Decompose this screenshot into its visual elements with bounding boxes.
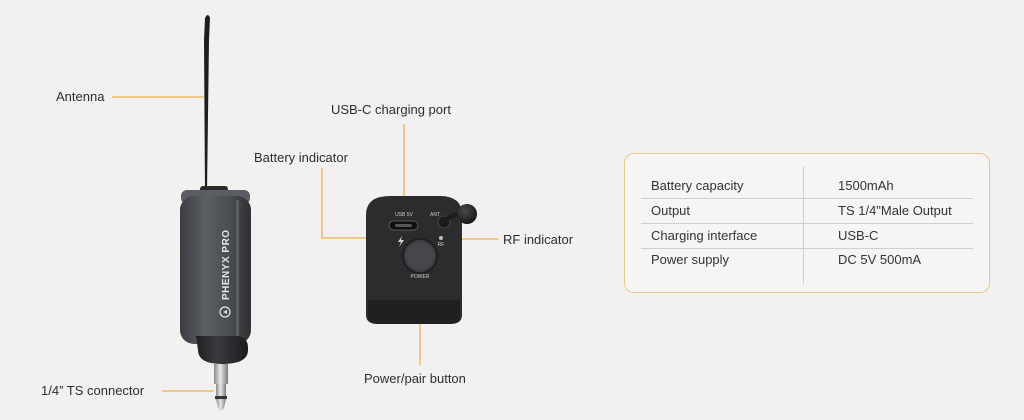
antenna-whip [204, 15, 210, 192]
spec-value: TS 1/4"Male Output [838, 203, 952, 218]
ts-plug-sleeve [214, 364, 228, 384]
battery-indicator-icon [398, 236, 404, 247]
brand-logo-text: PHENYX PRO [221, 229, 232, 300]
rf-label: RF [438, 242, 445, 248]
usb-port-callout: USB-C charging port [331, 102, 451, 117]
ts-connector-callout: 1/4” TS connector [41, 383, 145, 398]
rf-indicator-callout: RF indicator [503, 232, 574, 247]
spec-row-charging-interface: Charging interface USB-C [641, 224, 973, 248]
spec-row-output: Output TS 1/4"Male Output [641, 199, 973, 223]
battery-indicator-callout: Battery indicator [254, 150, 348, 165]
rf-indicator-led [439, 236, 443, 240]
brand-logo-icon [219, 306, 231, 318]
spec-value: 1500mAh [838, 178, 894, 193]
usb-port-label: USB 5V [395, 212, 413, 218]
power-button-callout: Power/pair button [364, 371, 466, 386]
spec-value: DC 5V 500mA [838, 252, 922, 267]
spec-row-divider [641, 248, 973, 249]
transmitter-side-view: PHENYX PRO [180, 15, 251, 411]
spec-label: Power supply [651, 252, 730, 267]
bottom-cap [196, 336, 248, 364]
spec-row-divider [641, 223, 973, 224]
spec-row-power-supply: Power supply DC 5V 500mA [641, 248, 973, 272]
spec-row-battery-capacity: Battery capacity 1500mAh [641, 174, 973, 198]
spec-value: USB-C [838, 228, 879, 243]
ts-plug-tip [216, 399, 226, 411]
spec-label: Charging interface [651, 228, 758, 243]
transmitter-top-view: USB 5V ANT RF POWER [366, 196, 477, 324]
spec-label: Battery capacity [651, 178, 744, 193]
spec-label: Output [651, 203, 691, 218]
ant-label: ANT [430, 212, 440, 218]
spec-table-column-divider [803, 166, 804, 284]
spec-row-divider [641, 198, 973, 199]
transmitter-body [180, 196, 251, 344]
power-label: POWER [411, 274, 430, 280]
antenna-tip-knob [457, 204, 477, 224]
spec-table-card: Battery capacity 1500mAh Output TS 1/4"M… [624, 153, 990, 293]
antenna-callout: Antenna [56, 89, 105, 104]
